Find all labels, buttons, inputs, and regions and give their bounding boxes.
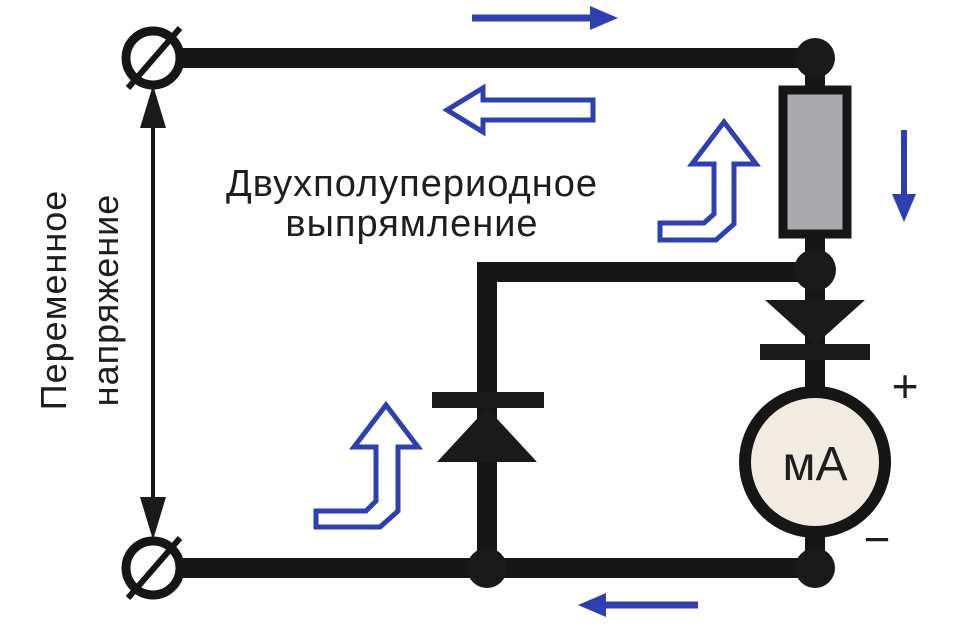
junction-top-right	[795, 38, 835, 78]
plus-sign: +	[892, 360, 919, 412]
title-line-1: Двухполупериодное	[226, 163, 598, 205]
junction-right-node	[794, 249, 836, 291]
current-arrow-hollow-bent-lower	[313, 400, 424, 530]
current-arrow-top-right	[472, 6, 618, 30]
terminal-top	[121, 26, 185, 90]
current-arrow-hollow-left	[442, 83, 596, 137]
diode-right	[760, 300, 870, 360]
junctions	[467, 38, 836, 588]
current-arrow-hollow-bent-upper	[657, 117, 762, 243]
milliammeter: мА	[739, 386, 891, 538]
circuit-wires	[165, 48, 825, 578]
minus-sign: −	[864, 513, 891, 565]
current-arrow-right-down	[892, 130, 916, 222]
title-line-2: выпрямление	[285, 203, 538, 245]
resistor	[778, 85, 852, 239]
meter-label: мА	[782, 438, 847, 491]
diode-middle	[432, 392, 544, 462]
junction-bottom-mid	[467, 548, 507, 588]
terminal-bottom	[121, 536, 185, 600]
voltage-double-arrow	[140, 85, 166, 540]
voltage-label-line-2: напряжение	[85, 194, 126, 407]
current-arrow-bottom-left	[578, 593, 698, 617]
voltage-label-line-1: Переменное	[33, 190, 74, 411]
junction-bottom-right	[795, 548, 835, 588]
